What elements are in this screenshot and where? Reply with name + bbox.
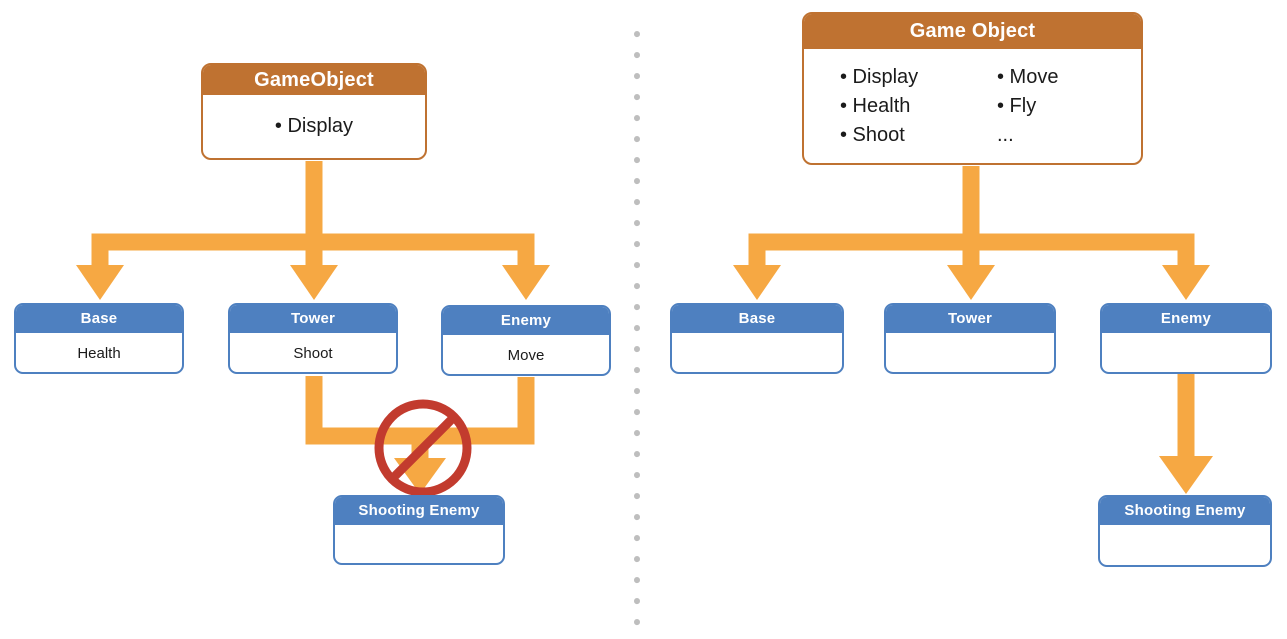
node-title: Tower — [230, 305, 396, 333]
node-body — [1102, 333, 1270, 372]
arrowhead-right-base — [733, 265, 781, 300]
node-title: Enemy — [443, 307, 609, 335]
node-body: Health — [77, 345, 121, 362]
left-enemy-node: Enemy Move — [441, 305, 611, 376]
left-shooting-enemy-node: Shooting Enemy — [333, 495, 505, 565]
left-tree-connector — [76, 161, 550, 300]
arrowhead-left-tower — [290, 265, 338, 300]
node-body: • Display • Health • Shoot • Move • Fly … — [804, 49, 1141, 150]
arrowhead-left-base — [76, 265, 124, 300]
list-item: • Health — [840, 95, 911, 117]
right-gameobject-node: Game Object • Display • Health • Shoot •… — [802, 12, 1143, 165]
left-merge-connector — [305, 376, 535, 494]
list-item: • Shoot — [840, 124, 905, 146]
list-item: • Move — [997, 66, 1059, 88]
node-body — [672, 333, 842, 372]
right-inherit-arrow — [1159, 374, 1213, 494]
arrowhead-right-tower — [947, 265, 995, 300]
list-item: • Fly — [997, 95, 1037, 117]
node-body: • Display — [274, 115, 354, 137]
right-enemy-node: Enemy — [1100, 303, 1272, 374]
right-base-node: Base — [670, 303, 844, 374]
node-title: Shooting Enemy — [1100, 497, 1270, 525]
node-title: Base — [16, 305, 182, 333]
node-title: Tower — [886, 305, 1054, 333]
node-title: Shooting Enemy — [335, 497, 503, 525]
node-body — [1100, 525, 1270, 565]
arrowhead-left-enemy — [502, 265, 550, 300]
component-list-col1: • Display • Health • Shoot — [840, 63, 997, 150]
left-tower-node: Tower Shoot — [228, 303, 398, 374]
arrowhead-right-enemy — [1162, 265, 1210, 300]
node-title: Game Object — [804, 14, 1141, 49]
node-body — [886, 333, 1054, 372]
list-item: • Display — [840, 66, 919, 88]
node-body — [335, 525, 503, 563]
list-item: ... — [997, 124, 1014, 146]
right-tower-node: Tower — [884, 303, 1056, 374]
right-shooting-enemy-node: Shooting Enemy — [1098, 495, 1272, 567]
component-list-col2: • Move • Fly ... — [997, 63, 1058, 150]
node-title: Base — [672, 305, 842, 333]
node-body: Move — [507, 347, 545, 364]
node-title: GameObject — [203, 65, 425, 95]
left-base-node: Base Health — [14, 303, 184, 374]
right-tree-connector — [733, 166, 1210, 300]
node-title: Enemy — [1102, 305, 1270, 333]
no-entry-icon — [374, 399, 472, 497]
left-gameobject-node: GameObject • Display — [201, 63, 427, 160]
node-body: Shoot — [293, 345, 333, 362]
arrowhead-right-shooting — [1159, 456, 1213, 494]
